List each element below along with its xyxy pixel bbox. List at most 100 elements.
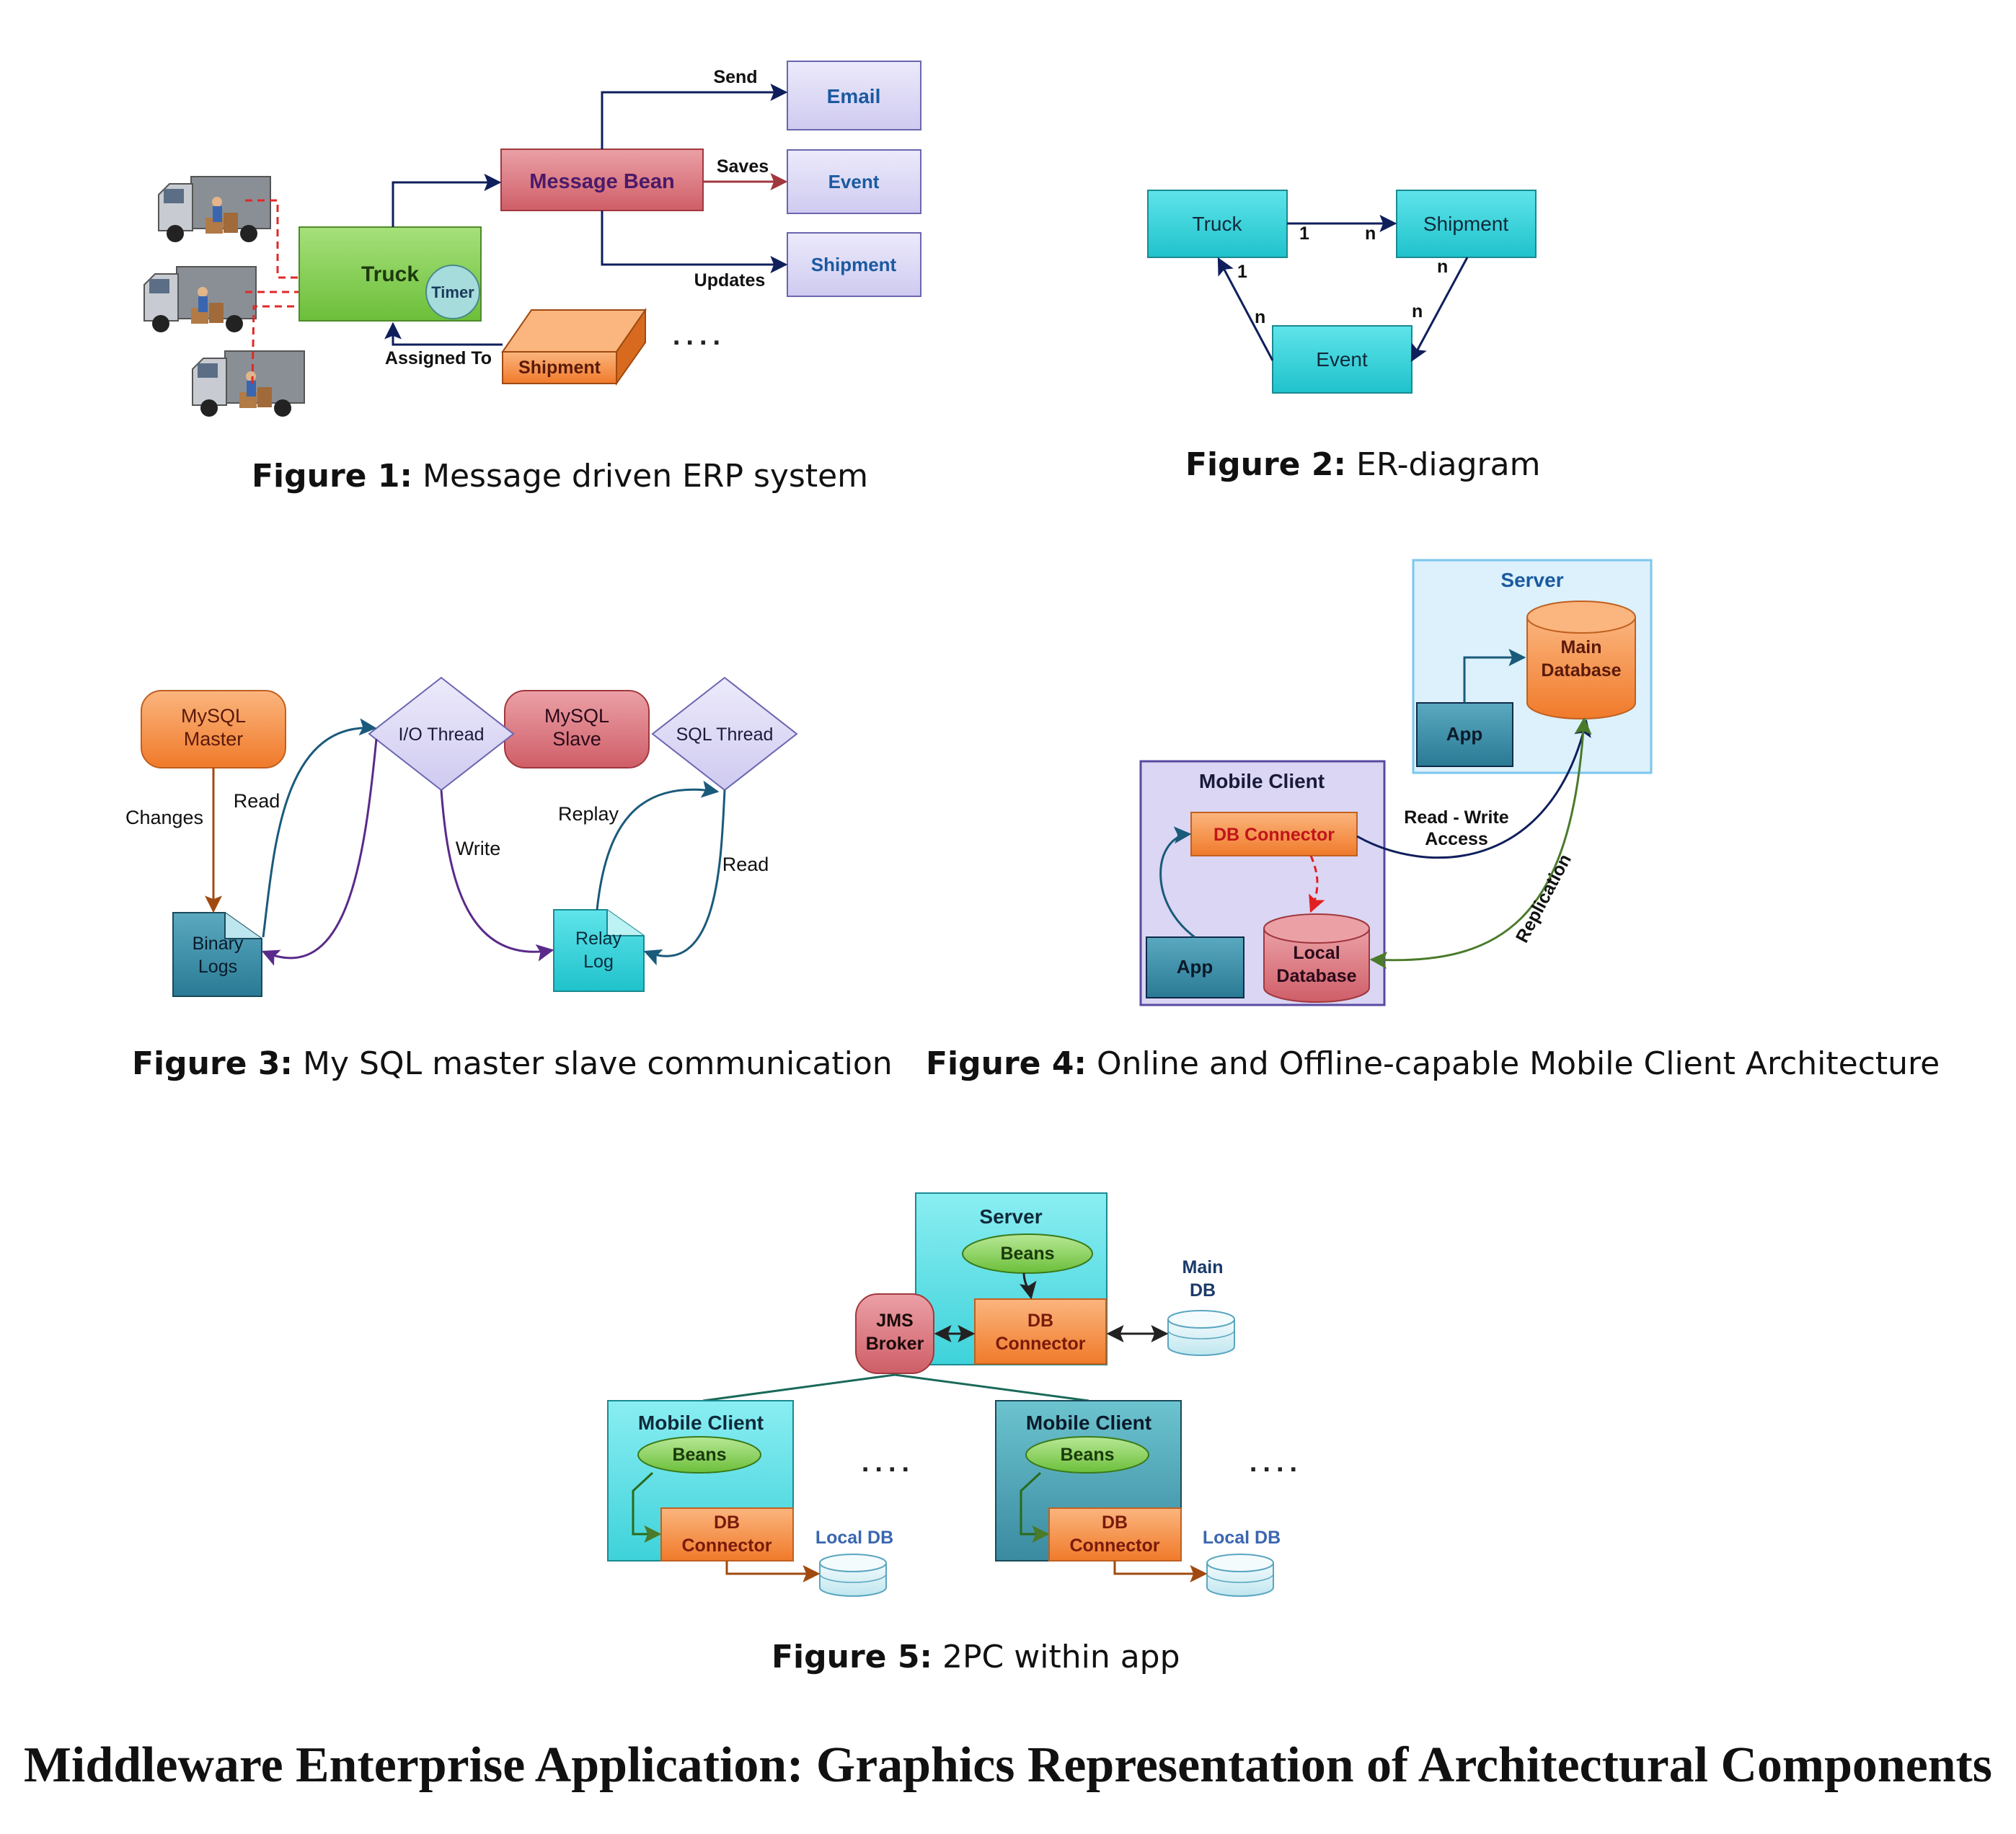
- er-event-label: Event: [1316, 348, 1368, 371]
- read-left-arrow: [262, 718, 377, 938]
- local-db-right-label: Local DB: [1203, 1528, 1281, 1548]
- updates-label: Updates: [694, 270, 766, 291]
- er-card: n: [1255, 307, 1265, 327]
- replay-label: Replay: [558, 803, 619, 825]
- mobile-client-panel-title: Mobile Client: [1199, 770, 1325, 792]
- mobile-client-left-beans: [637, 1436, 761, 1474]
- er-truck-entity: [1147, 190, 1288, 258]
- mobile-client-left-title: Mobile Client: [638, 1412, 764, 1434]
- mobile-client-right-title: Mobile Client: [1026, 1412, 1151, 1434]
- io-to-binary-arrow: [261, 738, 378, 966]
- read-right-label: Read: [722, 854, 769, 875]
- write-arrow: [440, 789, 554, 962]
- truck-icon: [192, 350, 305, 417]
- figure3-caption: Figure 3: My SQL master slave communicat…: [132, 1045, 893, 1082]
- write-label: Write: [456, 838, 501, 859]
- er-shipment-event-relation: [1410, 257, 1469, 363]
- send-label: Send: [713, 67, 757, 87]
- main-db-disk-icon: [1167, 1310, 1235, 1356]
- client-app-label: App: [1177, 956, 1213, 978]
- shipment-cube-label: Shipment: [518, 358, 601, 378]
- mobile-client-right-beans-label: Beans: [1060, 1445, 1114, 1465]
- er-card: 1: [1237, 262, 1247, 282]
- app-to-main-db-arrow: [1463, 649, 1526, 703]
- saves-label: Saves: [717, 156, 769, 177]
- mobile-client-left-beans-label: Beans: [672, 1445, 726, 1465]
- figure1-caption: Figure 1: Message driven ERP system: [252, 458, 868, 495]
- truck-icon: [158, 176, 271, 242]
- shipment-cube: [501, 307, 647, 386]
- er-event-truck-relation: [1217, 257, 1274, 361]
- assigned-to-arrow: [384, 322, 503, 346]
- server-beans-to-connector-arrow: [1019, 1272, 1037, 1300]
- figure1-ellipsis: ....: [673, 321, 726, 351]
- server-panel-title: Server: [1500, 569, 1563, 591]
- figure4-caption: Figure 4: Online and Offline-capable Mob…: [926, 1045, 1940, 1082]
- relay-log-doc: [553, 909, 645, 992]
- broker-to-clients-lines: [702, 1373, 1089, 1402]
- read-right-arrow: [643, 789, 726, 966]
- jms-broker-box: [855, 1293, 934, 1374]
- client-app-to-connector-arrow: [1159, 826, 1195, 939]
- replication-arrow: [1369, 717, 1592, 970]
- er-card: 1: [1299, 223, 1309, 244]
- mobile-client-right-beans: [1025, 1436, 1149, 1474]
- truck-links: [245, 199, 299, 384]
- updates-arrow: [601, 211, 788, 273]
- page-title: Middleware Enterprise Application: Graph…: [24, 1737, 1992, 1793]
- email-label: Email: [827, 85, 881, 107]
- truck-label: Truck: [361, 262, 419, 286]
- event-label: Event: [828, 171, 880, 192]
- figure-1: Truck Timer Message Bean Email Event Shi…: [143, 61, 921, 495]
- relay-log-fold: [606, 910, 644, 936]
- er-card: n: [1412, 301, 1423, 322]
- figure5-ellipsis-left: ....: [862, 1448, 915, 1478]
- shipment-box: [787, 232, 921, 297]
- local-db-right-disk-icon: [1206, 1554, 1274, 1597]
- er-card: n: [1365, 223, 1376, 244]
- figure5-caption: Figure 5: 2PC within app: [772, 1639, 1180, 1675]
- connector-to-local-db-arrow: [1309, 855, 1325, 913]
- server-app-label: App: [1446, 723, 1483, 745]
- timer-badge: [425, 265, 480, 319]
- email-box: [787, 61, 921, 130]
- figure5-ellipsis-right: ....: [1250, 1448, 1303, 1478]
- truck-to-bean-arrow: [392, 174, 502, 227]
- local-database-cylinder: [1263, 913, 1370, 1003]
- binary-logs-fold: [224, 913, 262, 939]
- assigned-to-label: Assigned To: [385, 348, 492, 368]
- left-beans-to-connector-arrow: [632, 1471, 662, 1543]
- send-arrow: [601, 84, 788, 149]
- er-shipment-entity: [1396, 190, 1537, 258]
- binary-logs-doc: [172, 912, 262, 997]
- changes-label: Changes: [125, 807, 203, 828]
- db-connector-box: [1190, 812, 1358, 856]
- er-card: n: [1437, 257, 1448, 277]
- server-beans: [962, 1233, 1093, 1274]
- server-title: Server: [979, 1205, 1042, 1228]
- event-box: [787, 149, 921, 214]
- read-left-label: Read: [234, 790, 280, 812]
- truck-icon: [143, 266, 257, 332]
- server-db-connector: [974, 1298, 1107, 1365]
- left-connector-to-local-db-arrow: [725, 1561, 821, 1582]
- local-db-left-label: Local DB: [815, 1528, 893, 1548]
- figure-2: Truck Shipment Event 1 n n n 1 n Figure …: [1147, 190, 1540, 483]
- right-connector-to-local-db-arrow: [1113, 1561, 1208, 1582]
- io-thread-label: I/O Thread: [398, 725, 484, 745]
